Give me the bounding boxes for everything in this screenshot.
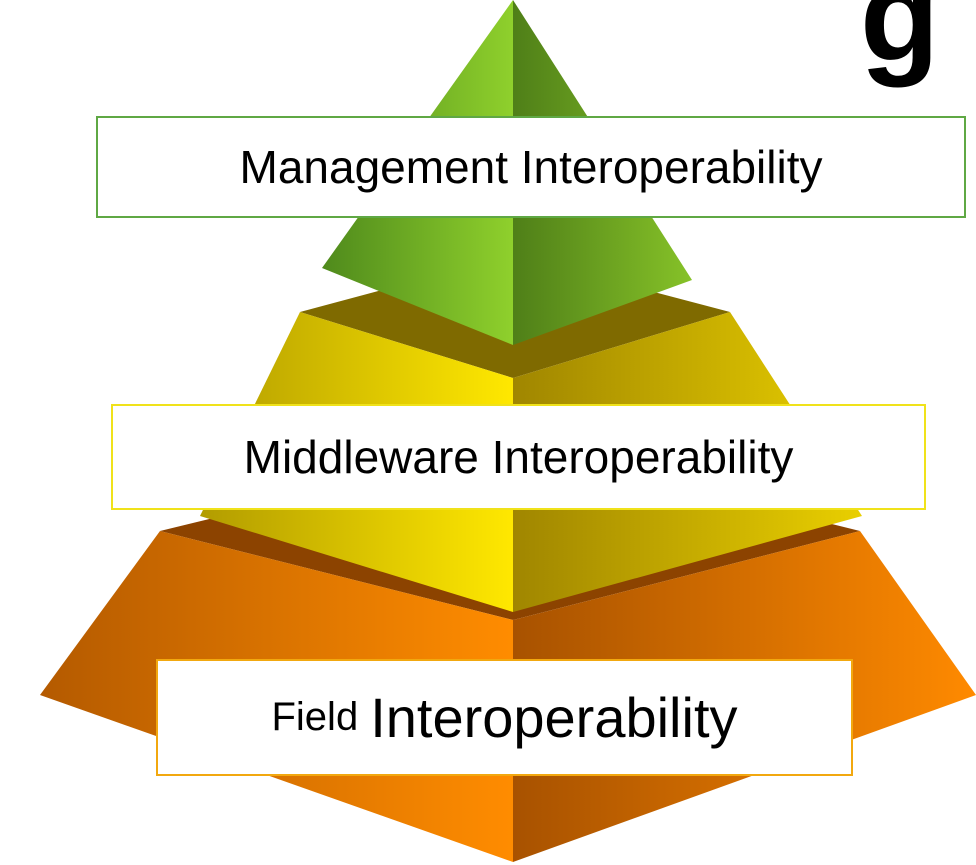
middleware-label: Middleware Interoperability: [111, 404, 926, 510]
management-label: Management Interoperability: [96, 116, 966, 218]
title-fragment: g: [860, 0, 940, 88]
field-label-prefix: Field: [271, 695, 359, 739]
management-label-text: Management Interoperability: [239, 141, 823, 193]
field-label-main: Interoperability: [370, 686, 738, 749]
middleware-label-text: Middleware Interoperability: [243, 431, 794, 483]
field-label: Field Interoperability: [156, 659, 853, 776]
